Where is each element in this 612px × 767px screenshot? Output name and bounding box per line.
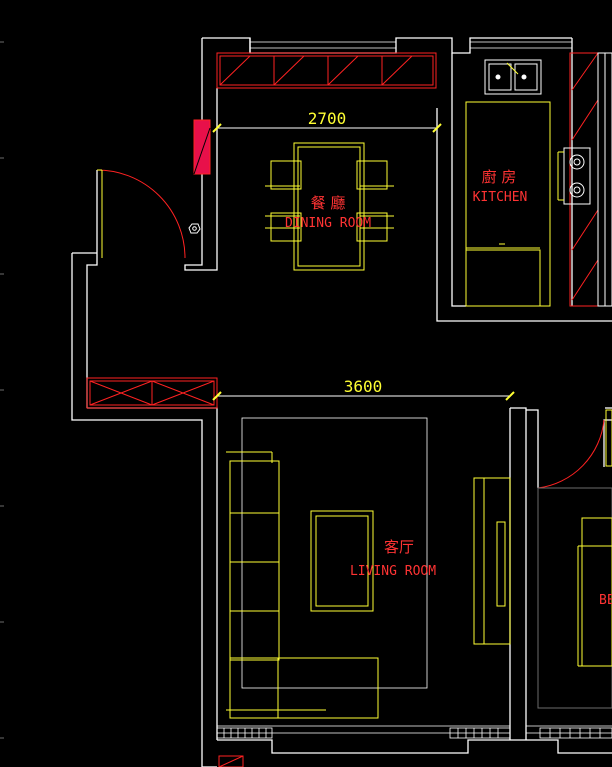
dimension-label-2700: 2700 xyxy=(308,109,347,128)
column-marker-icon xyxy=(188,223,201,234)
hatched-bottom-stub xyxy=(218,755,244,767)
dining-label-cn: 餐 廳 xyxy=(311,194,346,212)
radiator-bottom-right xyxy=(449,727,612,739)
stove-icon xyxy=(557,147,591,205)
dining-table xyxy=(265,142,394,271)
tv-cabinet xyxy=(473,477,511,645)
kitchen-counter xyxy=(465,101,551,307)
hatched-cabinet-top xyxy=(216,52,437,89)
living-label-en: LIVING ROOM xyxy=(350,564,436,579)
windows xyxy=(217,41,612,734)
hatched-cabinet-left xyxy=(86,377,218,409)
dimension-dining: 2700 xyxy=(212,109,442,133)
kitchen-label-cn: 廚 房 xyxy=(482,168,517,186)
bedroom-partial xyxy=(537,409,612,709)
dining-room-label: 餐 廳 DINING ROOM xyxy=(285,194,371,231)
kitchen-side-outline xyxy=(597,52,612,307)
dining-label-en: DINING ROOM xyxy=(285,216,371,231)
door-swing-icon-bedroom xyxy=(537,419,605,489)
dimension-living: 3600 xyxy=(212,377,515,401)
door-swing-icon xyxy=(96,169,186,259)
dimension-label-3600: 3600 xyxy=(344,377,383,396)
living-room-label: 客厅 LIVING ROOM xyxy=(350,538,436,579)
coffee-table xyxy=(310,510,374,612)
sofa xyxy=(226,451,379,719)
sink-icon xyxy=(484,59,542,95)
grid-ticks xyxy=(0,41,4,739)
kitchen-label: 廚 房 KITCHEN xyxy=(473,168,528,205)
radiator-bottom-left xyxy=(216,727,273,739)
living-rug xyxy=(241,417,428,689)
living-label-cn: 客厅 xyxy=(384,538,414,556)
door-panel-pink xyxy=(193,119,211,175)
hatched-cabinet-kitchen xyxy=(569,52,599,307)
bedroom-label-partial: BE xyxy=(599,593,612,608)
kitchen-label-en: KITCHEN xyxy=(473,190,528,205)
